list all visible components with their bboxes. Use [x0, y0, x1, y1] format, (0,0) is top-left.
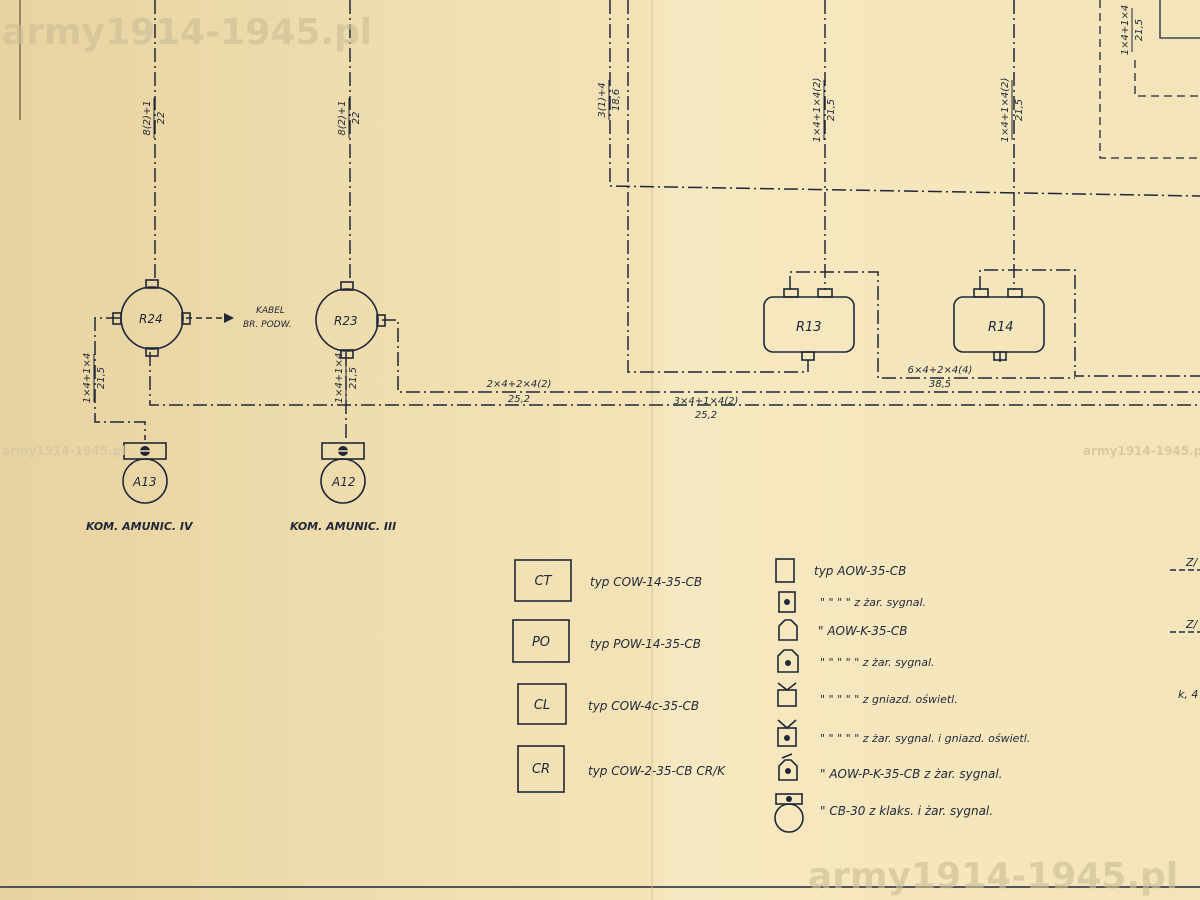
- cable-a12-b: 21,5: [348, 367, 359, 389]
- watermark-bottom-right: army1914-1945.pl: [808, 856, 1178, 897]
- horn-a13[interactable]: A13: [122, 442, 168, 504]
- junction-r23[interactable]: R23: [315, 281, 386, 359]
- cable-r13-r14-b: 38,5: [929, 379, 951, 390]
- legend-code-po: PO: [532, 635, 550, 650]
- horn-lamp-icon: [774, 793, 804, 833]
- legend-item-po: PO typ POW-14-35-CB: [512, 619, 701, 663]
- wire-loop-left: [609, 0, 1200, 197]
- legend-right: typ AOW-35-CB " " " " z żar. sygnal. " A…: [774, 558, 1030, 833]
- node-label-r14: R14: [988, 320, 1014, 335]
- watermark-mid-left: army1914-1945.pl: [2, 444, 125, 458]
- legend-text-cl: typ COW-4c-35-CB: [588, 699, 699, 713]
- kabel-label-line2: BR. PODW.: [243, 320, 292, 330]
- legend-left: CT typ COW-14-35-CB PO typ POW-14-35-CB …: [512, 559, 726, 793]
- node-label-r24: R24: [139, 312, 163, 326]
- box-notched-lamp-icon: [777, 649, 799, 673]
- cable-bus1-b: 25,2: [508, 394, 530, 405]
- legend-right-text-8: " CB-30 z klaks. i żar. sygnal.: [820, 804, 993, 818]
- legend-item-ct: CT typ COW-14-35-CB: [514, 559, 702, 602]
- caption-a12: KOM. AMUNIC. III: [290, 520, 396, 533]
- node-label-a13: A13: [132, 475, 156, 489]
- wires: [94, 0, 1200, 440]
- legend-right-text-1: typ AOW-35-CB: [814, 564, 906, 578]
- legend-item-cr: CR typ COW-2-35-CB CR/K: [517, 745, 726, 793]
- legend-right-text-6: " " " " " z żar. sygnal. i gniazd. oświe…: [820, 732, 1030, 745]
- cable-a13-a: 1×4+1×4: [82, 353, 93, 404]
- wire-bus-2: [149, 352, 1200, 406]
- legend-text-ct: typ COW-14-35-CB: [590, 575, 702, 589]
- legend-right-text-5: " " " " " z gniazd. oświetl.: [820, 693, 958, 706]
- cable-r14-up-a: 1×4+1×4(2): [1000, 78, 1011, 143]
- enclosure-dashed-outer: [1099, 0, 1200, 159]
- legend-code-ct: CT: [534, 574, 552, 589]
- legend-code-cl: CL: [534, 698, 550, 713]
- cable-r24-up-a: 8(2)+1: [142, 100, 153, 135]
- cable-topright-a: 1×4+1×4: [1120, 5, 1131, 56]
- legend-right-text-2: " " " " z żar. sygnal.: [820, 596, 926, 609]
- cable-r23-up-a: 8(2)+1: [337, 100, 348, 135]
- wire-bus-1: [382, 319, 1200, 393]
- wire-r14-right: [979, 269, 1200, 377]
- legend-right-text-4: " " " " " z żar. sygnal.: [820, 656, 935, 669]
- edge-fragment-2: Z/: [1185, 618, 1199, 631]
- legend-right-text-7: " AOW-P-K-35-CB z żar. sygnal.: [820, 767, 1002, 781]
- box-notched-icon: [778, 619, 798, 641]
- cable-r13-r14-a: 6×4+2×4(4): [908, 365, 973, 376]
- cable-mid-b: 18,6: [611, 89, 622, 111]
- legend-text-cr: typ COW-2-35-CB CR/K: [588, 764, 726, 778]
- watermark-mid-right: army1914-1945.pl: [1083, 444, 1200, 458]
- cable-a13-b: 21,5: [96, 367, 107, 389]
- junction-r14[interactable]: R14: [953, 288, 1045, 361]
- right-edge-fragments: Z/ Z/ k, 4: [1170, 556, 1200, 701]
- legend-right-text-3: " AOW-K-35-CB: [818, 624, 907, 638]
- junction-r24[interactable]: R24: [112, 279, 191, 357]
- cable-a12-a: 1×4+1×4: [334, 353, 345, 404]
- watermark-top-left: army1914-1945.pl: [2, 12, 372, 53]
- junction-r13[interactable]: R13: [763, 288, 855, 361]
- cable-bus1-a: 2×4+2×4(2): [487, 379, 552, 390]
- cable-labels: 8(2)+1 22 8(2)+1 22 3(1)+4 18,6 1×4+1×4(…: [82, 5, 1145, 421]
- wire-r13-r14: [789, 271, 1075, 379]
- box-pk-icon: [778, 753, 798, 781]
- cable-topright-b: 21,5: [1134, 19, 1145, 41]
- cable-mid-a: 3(1)+4: [597, 82, 608, 117]
- node-label-r13: R13: [796, 320, 822, 335]
- horn-a12[interactable]: A12: [320, 442, 366, 504]
- node-label-a12: A12: [331, 475, 355, 489]
- legend-item-cl: CL typ COW-4c-35-CB: [517, 683, 699, 725]
- enclosure-dashed-inner: [1134, 60, 1200, 97]
- kabel-label-line1: KABEL: [256, 306, 285, 316]
- wire-r13-bottom: [627, 0, 809, 373]
- kabel-arrow: [186, 313, 234, 323]
- plain-box-icon: [775, 558, 795, 583]
- edge-fragment-3: k, 4: [1178, 688, 1198, 701]
- edge-fragment-1: Z/: [1185, 556, 1199, 569]
- top-right-enclosure: [1099, 0, 1200, 159]
- enclosure-box: [1159, 0, 1200, 39]
- cable-bus2-a: 3×4+1×4(2): [674, 396, 739, 407]
- cable-r13-up-b: 21,5: [826, 99, 837, 121]
- cable-r14-up-b: 21,5: [1014, 99, 1025, 121]
- cable-bus2-b: 25,2: [695, 410, 717, 421]
- cable-r23-up-b: 22: [351, 112, 362, 125]
- legend-text-po: typ POW-14-35-CB: [590, 637, 701, 651]
- cable-r24-up-b: 22: [156, 112, 167, 125]
- box-socket-icon: [777, 682, 797, 707]
- box-lamp-icon: [778, 591, 796, 613]
- wire-r24-a13: [94, 317, 146, 440]
- node-label-r23: R23: [334, 314, 358, 328]
- legend-code-cr: CR: [532, 762, 550, 777]
- box-socket-lamp-icon: [777, 719, 797, 747]
- cable-r13-up-a: 1×4+1×4(2): [812, 78, 823, 143]
- caption-a13: KOM. AMUNIC. IV: [86, 520, 194, 533]
